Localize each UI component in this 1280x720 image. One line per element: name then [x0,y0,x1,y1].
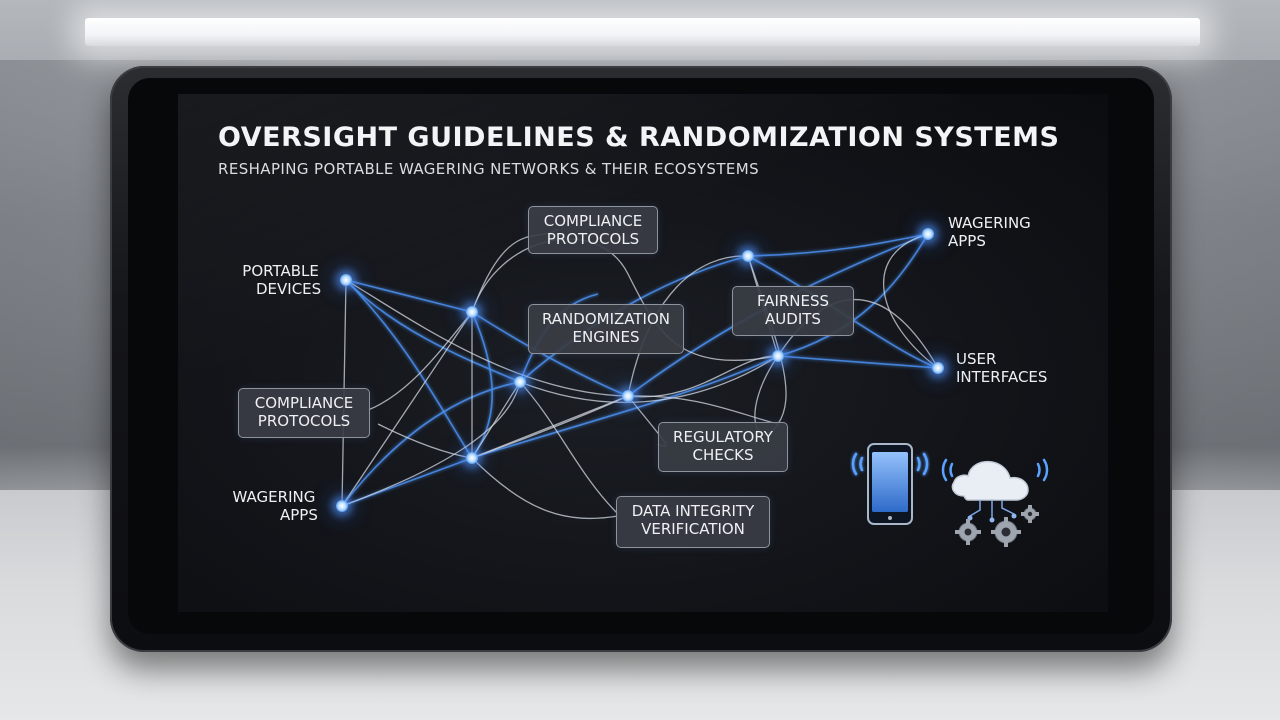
connection-line [341,381,521,507]
label-line: WAGERING [232,488,316,506]
connection-line [345,279,629,397]
box-line: RANDOMIZATION [541,310,670,328]
connection-line [519,381,619,515]
box-line: COMPLIANCE [254,394,354,412]
connection-line [883,233,939,369]
box-fairness-audits: FAIRNESS AUDITS [732,286,854,336]
ceiling-light [85,18,1200,46]
connection-line [747,255,787,425]
connection-line [345,279,473,313]
connection-line [519,355,779,404]
connection-line [471,381,521,459]
connection-line [627,355,779,398]
box-compliance-protocols-left: COMPLIANCE PROTOCOLS [238,388,370,438]
box-data-integrity-verification: DATA INTEGRITY VERIFICATION [616,496,770,548]
connection-line [341,381,521,507]
connection-line [471,355,779,459]
network-node [932,362,944,374]
label-line: APPS [280,506,318,524]
label-line: DEVICES [256,280,322,298]
box-line: COMPLIANCE [543,212,643,230]
diagram-subtitle: RESHAPING PORTABLE WAGERING NETWORKS & T… [218,160,760,178]
connection-line [777,233,929,357]
network-node [772,350,784,362]
box-line: FAIRNESS [756,292,830,310]
label-wagering-apps-left: WAGERING APPS [230,488,318,524]
network-node [742,250,754,262]
network-node [622,390,634,402]
box-regulatory-checks: REGULATORY CHECKS [658,422,788,472]
label-line: INTERFACES [956,368,1048,386]
smartphone-icon [851,443,929,525]
network-node [466,306,478,318]
label-user-interfaces: USER INTERFACES [956,350,1047,386]
diagram-title: OVERSIGHT GUIDELINES & RANDOMIZATION SYS… [218,122,1060,153]
label-line: USER [956,350,997,368]
connection-line [471,238,779,361]
label-line: WAGERING [948,214,1031,232]
network-node [340,274,352,286]
label-line: PORTABLE [242,262,319,280]
tablet-screen: OVERSIGHT GUIDELINES & RANDOMIZATION SYS… [178,94,1108,612]
connection-line [341,311,473,507]
blue-connection-lines [341,233,939,507]
connection-line [377,423,473,459]
box-line: CHECKS [692,446,754,464]
connection-line [367,311,473,411]
box-line: ENGINES [572,328,640,346]
box-randomization-engines: RANDOMIZATION ENGINES [528,304,684,354]
box-line: DATA INTEGRITY [631,502,755,520]
connection-line [747,233,929,257]
box-compliance-protocols-top: COMPLIANCE PROTOCOLS [528,206,658,254]
connection-line [519,255,749,383]
connection-line [627,255,749,397]
label-wagering-apps-right: WAGERING APPS [948,214,1031,250]
connection-line [471,457,619,520]
cloud-gear-icon [941,458,1049,547]
network-node [466,452,478,464]
connection-line [747,255,939,369]
white-connection-lines [341,228,939,520]
box-line: REGULATORY [673,428,773,446]
box-line: VERIFICATION [641,520,745,538]
connection-line [471,311,629,397]
connection-line [471,311,493,459]
network-node [922,228,934,240]
network-node [514,376,526,388]
label-portable-devices: PORTABLE DEVICES [240,262,321,298]
network-node [336,500,348,512]
box-line: PROTOCOLS [257,412,351,430]
label-line: APPS [948,232,986,250]
box-line: AUDITS [765,310,821,328]
connection-line [345,279,521,383]
connection-line [471,395,629,459]
box-line: PROTOCOLS [546,230,640,248]
connection-line [777,355,939,369]
